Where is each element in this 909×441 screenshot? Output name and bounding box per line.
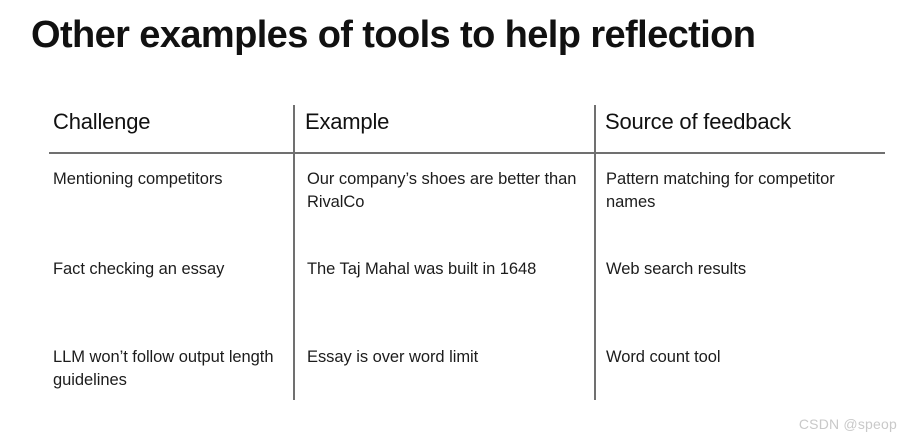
table-row: LLM won’t follow output length guideline…: [49, 346, 885, 432]
cell-source: Web search results: [606, 260, 747, 278]
column-header-source-of-feedback: Source of feedback: [605, 109, 791, 134]
cell-source: Word count tool: [606, 348, 721, 366]
cell-example: Our company’s shoes are better than Riva…: [307, 170, 577, 211]
cell-source: Pattern matching for competitor names: [606, 170, 835, 211]
table-row: Mentioning competitors Our company’s sho…: [49, 168, 885, 254]
column-header-challenge: Challenge: [53, 109, 151, 134]
table-body: Mentioning competitors Our company’s sho…: [49, 154, 885, 400]
cell-challenge: Mentioning competitors: [53, 170, 223, 188]
column-divider-1: [293, 105, 295, 400]
table-grid: Challenge Example Source of feedback Men…: [49, 104, 885, 400]
table-header-row: Challenge Example Source of feedback: [49, 104, 885, 152]
page-title: Other examples of tools to help reflecti…: [31, 14, 756, 56]
cell-example: Essay is over word limit: [307, 348, 479, 366]
watermark: CSDN @speop: [798, 416, 897, 432]
cell-challenge: LLM won’t follow output length guideline…: [53, 348, 274, 389]
column-header-example: Example: [305, 109, 390, 134]
cell-challenge: Fact checking an essay: [53, 260, 225, 278]
header-divider-line: [49, 152, 885, 154]
column-divider-2: [594, 105, 596, 400]
cell-example: The Taj Mahal was built in 1648: [307, 260, 537, 278]
reflection-tools-table: Challenge Example Source of feedback Men…: [49, 104, 885, 400]
table-row: Fact checking an essay The Taj Mahal was…: [49, 258, 885, 344]
